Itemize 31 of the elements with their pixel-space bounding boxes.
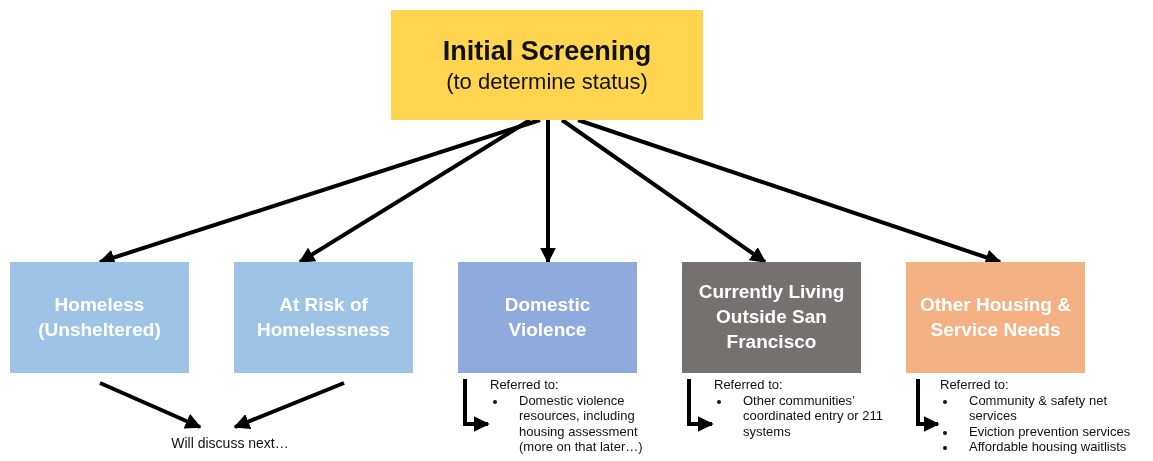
node-title: Initial Screening xyxy=(442,35,652,67)
arrow xyxy=(298,118,532,264)
node-label: At Risk of Homelessness xyxy=(255,292,392,342)
arrow xyxy=(687,379,714,432)
bullet-item: Community & safety net services xyxy=(969,392,1108,424)
referral-heading: Referred to: xyxy=(714,377,784,393)
node-label: Homeless (Unsheltered) xyxy=(37,292,162,342)
node-label: Domestic Violence xyxy=(503,292,592,342)
note-text: Will discuss next… xyxy=(171,435,289,451)
category-box xyxy=(10,262,189,373)
category-box xyxy=(906,262,1085,373)
arrow xyxy=(99,381,202,429)
bullet-item: Other communities’ coordinated entry or 211 systems xyxy=(743,392,884,440)
node-label: Currently Living Outside San Francisco xyxy=(697,280,846,354)
arrow xyxy=(540,120,556,264)
node-label: Other Housing & Service Needs xyxy=(919,292,1072,342)
node-subtitle: (to determine status) xyxy=(446,68,648,95)
arrow xyxy=(463,379,490,432)
referral-heading: Referred to: xyxy=(490,377,560,393)
arrow xyxy=(560,118,767,264)
category-box xyxy=(458,262,637,373)
bullet-item: Eviction prevention services xyxy=(969,423,1131,440)
arrow xyxy=(916,379,940,432)
category-box xyxy=(682,262,861,373)
screening-box xyxy=(391,10,703,120)
category-box xyxy=(234,262,413,373)
referral-heading: Referred to: xyxy=(940,377,1010,393)
bullet-item: Domestic violence resources, including housing assessment (more on that later…) xyxy=(519,392,644,455)
arrow xyxy=(577,118,1002,265)
bullet-item: Affordable housing waitlists xyxy=(969,439,1127,455)
arrow xyxy=(233,381,345,430)
